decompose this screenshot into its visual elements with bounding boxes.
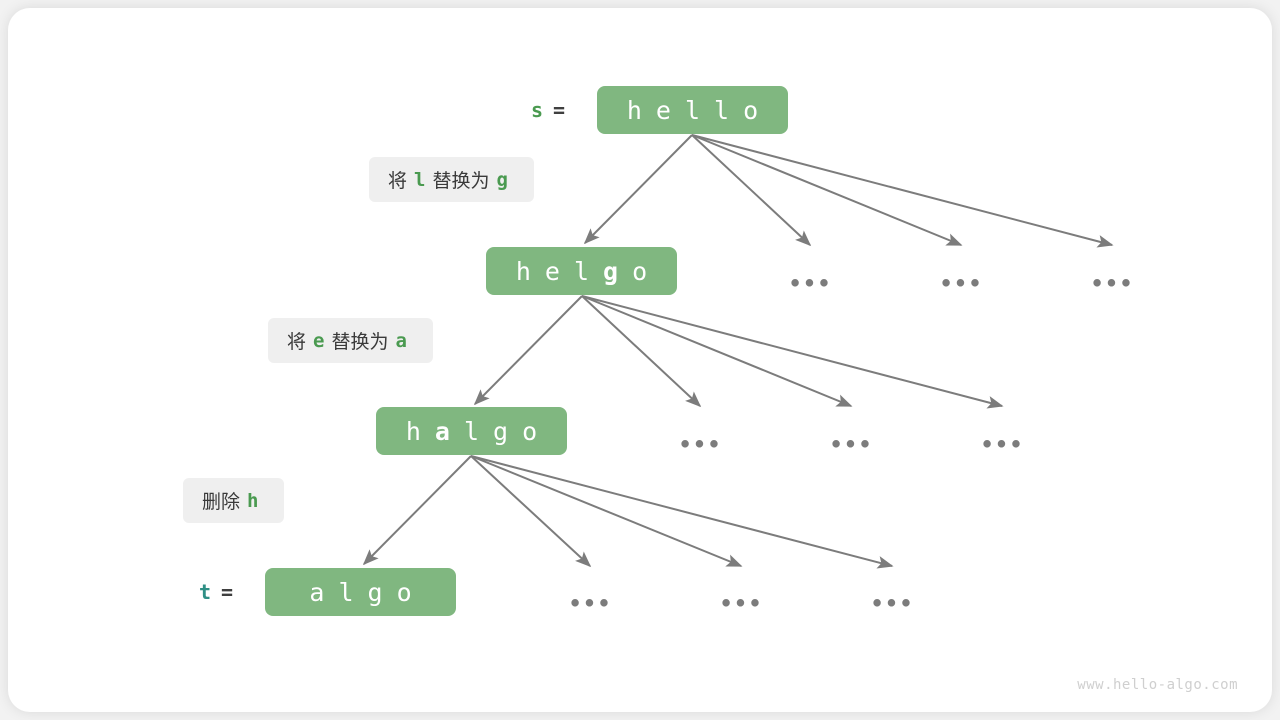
string-char: g [493,416,509,446]
string-char: h [515,256,531,286]
var-name-s: s [531,98,544,122]
string-box-halgo: h a l g o [376,407,567,455]
string-char: h [405,416,421,446]
string-char: o [743,95,759,125]
string-char: a [309,577,325,607]
var-equals-t: = [221,580,234,604]
var-label-t: t= [199,582,233,602]
string-char: e [544,256,560,286]
ellipsis: ••• [788,271,832,296]
string-char-highlighted: g [603,256,619,286]
note-from-char: e [313,329,325,352]
note-from-char: h [247,489,259,512]
ellipsis: ••• [719,591,763,616]
string-box-hello: h e l l o [597,86,788,134]
var-name-t: t [199,580,212,604]
ellipsis: ••• [870,591,914,616]
ellipsis: ••• [939,271,983,296]
var-label-s: s= [531,100,565,120]
note-prefix: 删除 [202,491,241,513]
ellipsis: ••• [678,432,722,457]
ellipsis: ••• [568,591,612,616]
string-char: l [684,95,701,125]
watermark: www.hello-algo.com [1077,677,1238,693]
ellipsis: ••• [829,432,873,457]
string-char: o [396,577,412,607]
string-char-highlighted: a [434,416,450,446]
note-to-char: g [496,168,508,191]
operation-note-replace-e-with-a: 将 e 替换为 a [268,318,433,363]
string-char: e [655,95,671,125]
string-box-helgo: h e l g o [486,247,677,295]
ellipsis: ••• [980,432,1024,457]
string-char: l [573,256,590,286]
note-prefix: 将 [388,170,408,192]
string-char: o [522,416,538,446]
string-char: o [632,256,648,286]
note-to-char: a [395,329,407,352]
note-from-char: l [414,168,426,191]
ellipsis: ••• [1090,271,1134,296]
string-char: h [626,95,642,125]
string-char: l [714,95,730,125]
note-middle: 替换为 [432,170,490,192]
string-char: l [338,577,354,607]
operation-note-replace-l-with-g: 将 l 替换为 g [369,157,534,202]
string-box-algo: a l g o [265,568,456,616]
operation-note-delete-h: 删除 h [183,478,285,523]
note-prefix: 将 [287,331,307,353]
var-equals-s: = [553,98,566,122]
string-char: l [463,416,480,446]
note-middle: 替换为 [331,331,389,353]
string-char: g [367,577,383,607]
